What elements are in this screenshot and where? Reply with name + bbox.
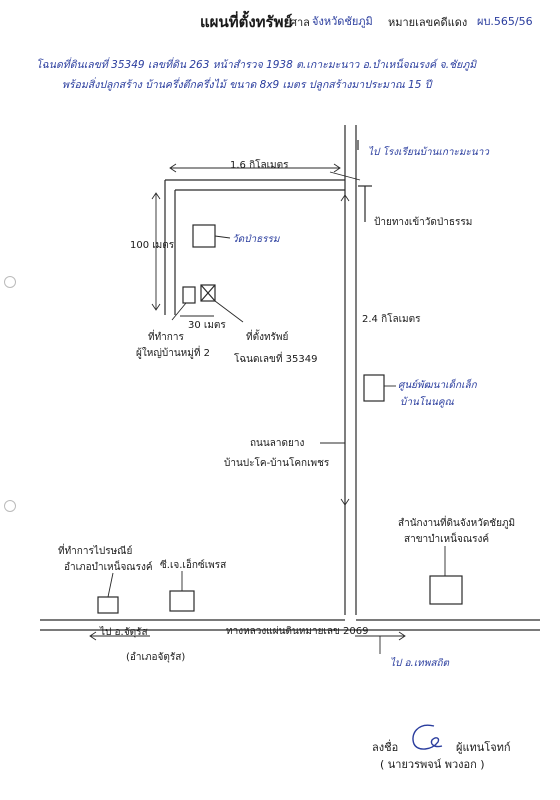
label-to-chatturat-sub: (อำเภอจัตุรัส) (126, 652, 186, 663)
label-village-head-1: ที่ทำการ (148, 332, 184, 343)
label-paved-road-2: บ้านปะโค-บ้านโคกเพชร (224, 458, 330, 469)
land-office-box (429, 575, 463, 605)
cj-express-box (169, 590, 195, 612)
court-label: ศาล (290, 16, 310, 29)
temple-box (192, 224, 216, 248)
label-post-office-1: ที่ทำการไปรษณีย์ (58, 546, 133, 557)
label-to-chatturat: ไป อ.จัตุรัส (100, 627, 148, 638)
handwritten-signature (412, 724, 443, 750)
signature-title: ผู้แทนโจทก์ (456, 741, 511, 754)
label-village-head-2: ผู้ใหญ่บ้านหมู่ที่ 2 (136, 348, 210, 359)
punch-hole-top (4, 276, 16, 288)
post-office-box (97, 596, 119, 614)
label-property-1: ที่ตั้งทรัพย์ (246, 332, 289, 343)
child-center-box (363, 374, 385, 402)
signature-label: ลงชื่อ (372, 741, 399, 754)
description-line-1: โฉนดที่ดินเลขที่ 35349 เลขที่ดิน 263 หน้… (36, 59, 477, 71)
label-property-2: โฉนดเลขที่ 35349 (234, 354, 318, 365)
label-to-thep-sathit: ไป อ.เทพสถิต (390, 658, 449, 669)
village-head-office-box (182, 286, 196, 304)
label-junction-sign: ป้ายทางเข้าวัดป่าธรรม (374, 217, 473, 228)
label-land-office-2: สาขาบำเหน็จณรงค์ (404, 534, 490, 545)
court-value: จังหวัดชัยภูมิ (312, 15, 373, 28)
label-highway: ทางหลวงแผ่นดินหมายเลข 2069 (226, 626, 369, 637)
label-paved-road-1: ถนนลาดยาง (250, 438, 305, 449)
punch-hole-bottom (4, 500, 16, 512)
case-number-value: ผบ.565/56 (477, 15, 533, 28)
label-to-school: ไป โรงเรียนบ้านเกาะมะนาว (368, 147, 489, 158)
description-line-2: พร้อมสิ่งปลูกสร้าง บ้านครึ่งตึกครึ่งไม้ … (62, 79, 432, 91)
label-child-center-2: บ้านโนนคูณ (400, 397, 454, 408)
label-distance-1-6km: 1.6 กิโลเมตร (230, 160, 289, 171)
label-temple: วัดป่าธรรม (232, 234, 280, 245)
label-distance-30m: 30 เมตร (188, 320, 226, 331)
property-box (200, 284, 216, 302)
label-post-office-2: อำเภอบำเหน็จณรงค์ (64, 562, 153, 573)
label-cj-express: ซี.เจ.เอ็กซ์เพรส (160, 560, 227, 571)
page-title: แผนที่ตั้งทรัพย์ (200, 13, 293, 31)
label-distance-100m: 100 เมตร (130, 240, 175, 251)
label-land-office-1: สำนักงานที่ดินจังหวัดชัยภูมิ (398, 518, 516, 529)
case-number-label: หมายเลขคดีแดง (388, 16, 468, 29)
label-child-center-1: ศูนย์พัฒนาเด็กเล็ก (398, 380, 477, 391)
label-distance-2-4km: 2.4 กิโลเมตร (362, 314, 421, 325)
signature-name: ( นายวรพจน์ พวงอก ) (380, 758, 485, 771)
